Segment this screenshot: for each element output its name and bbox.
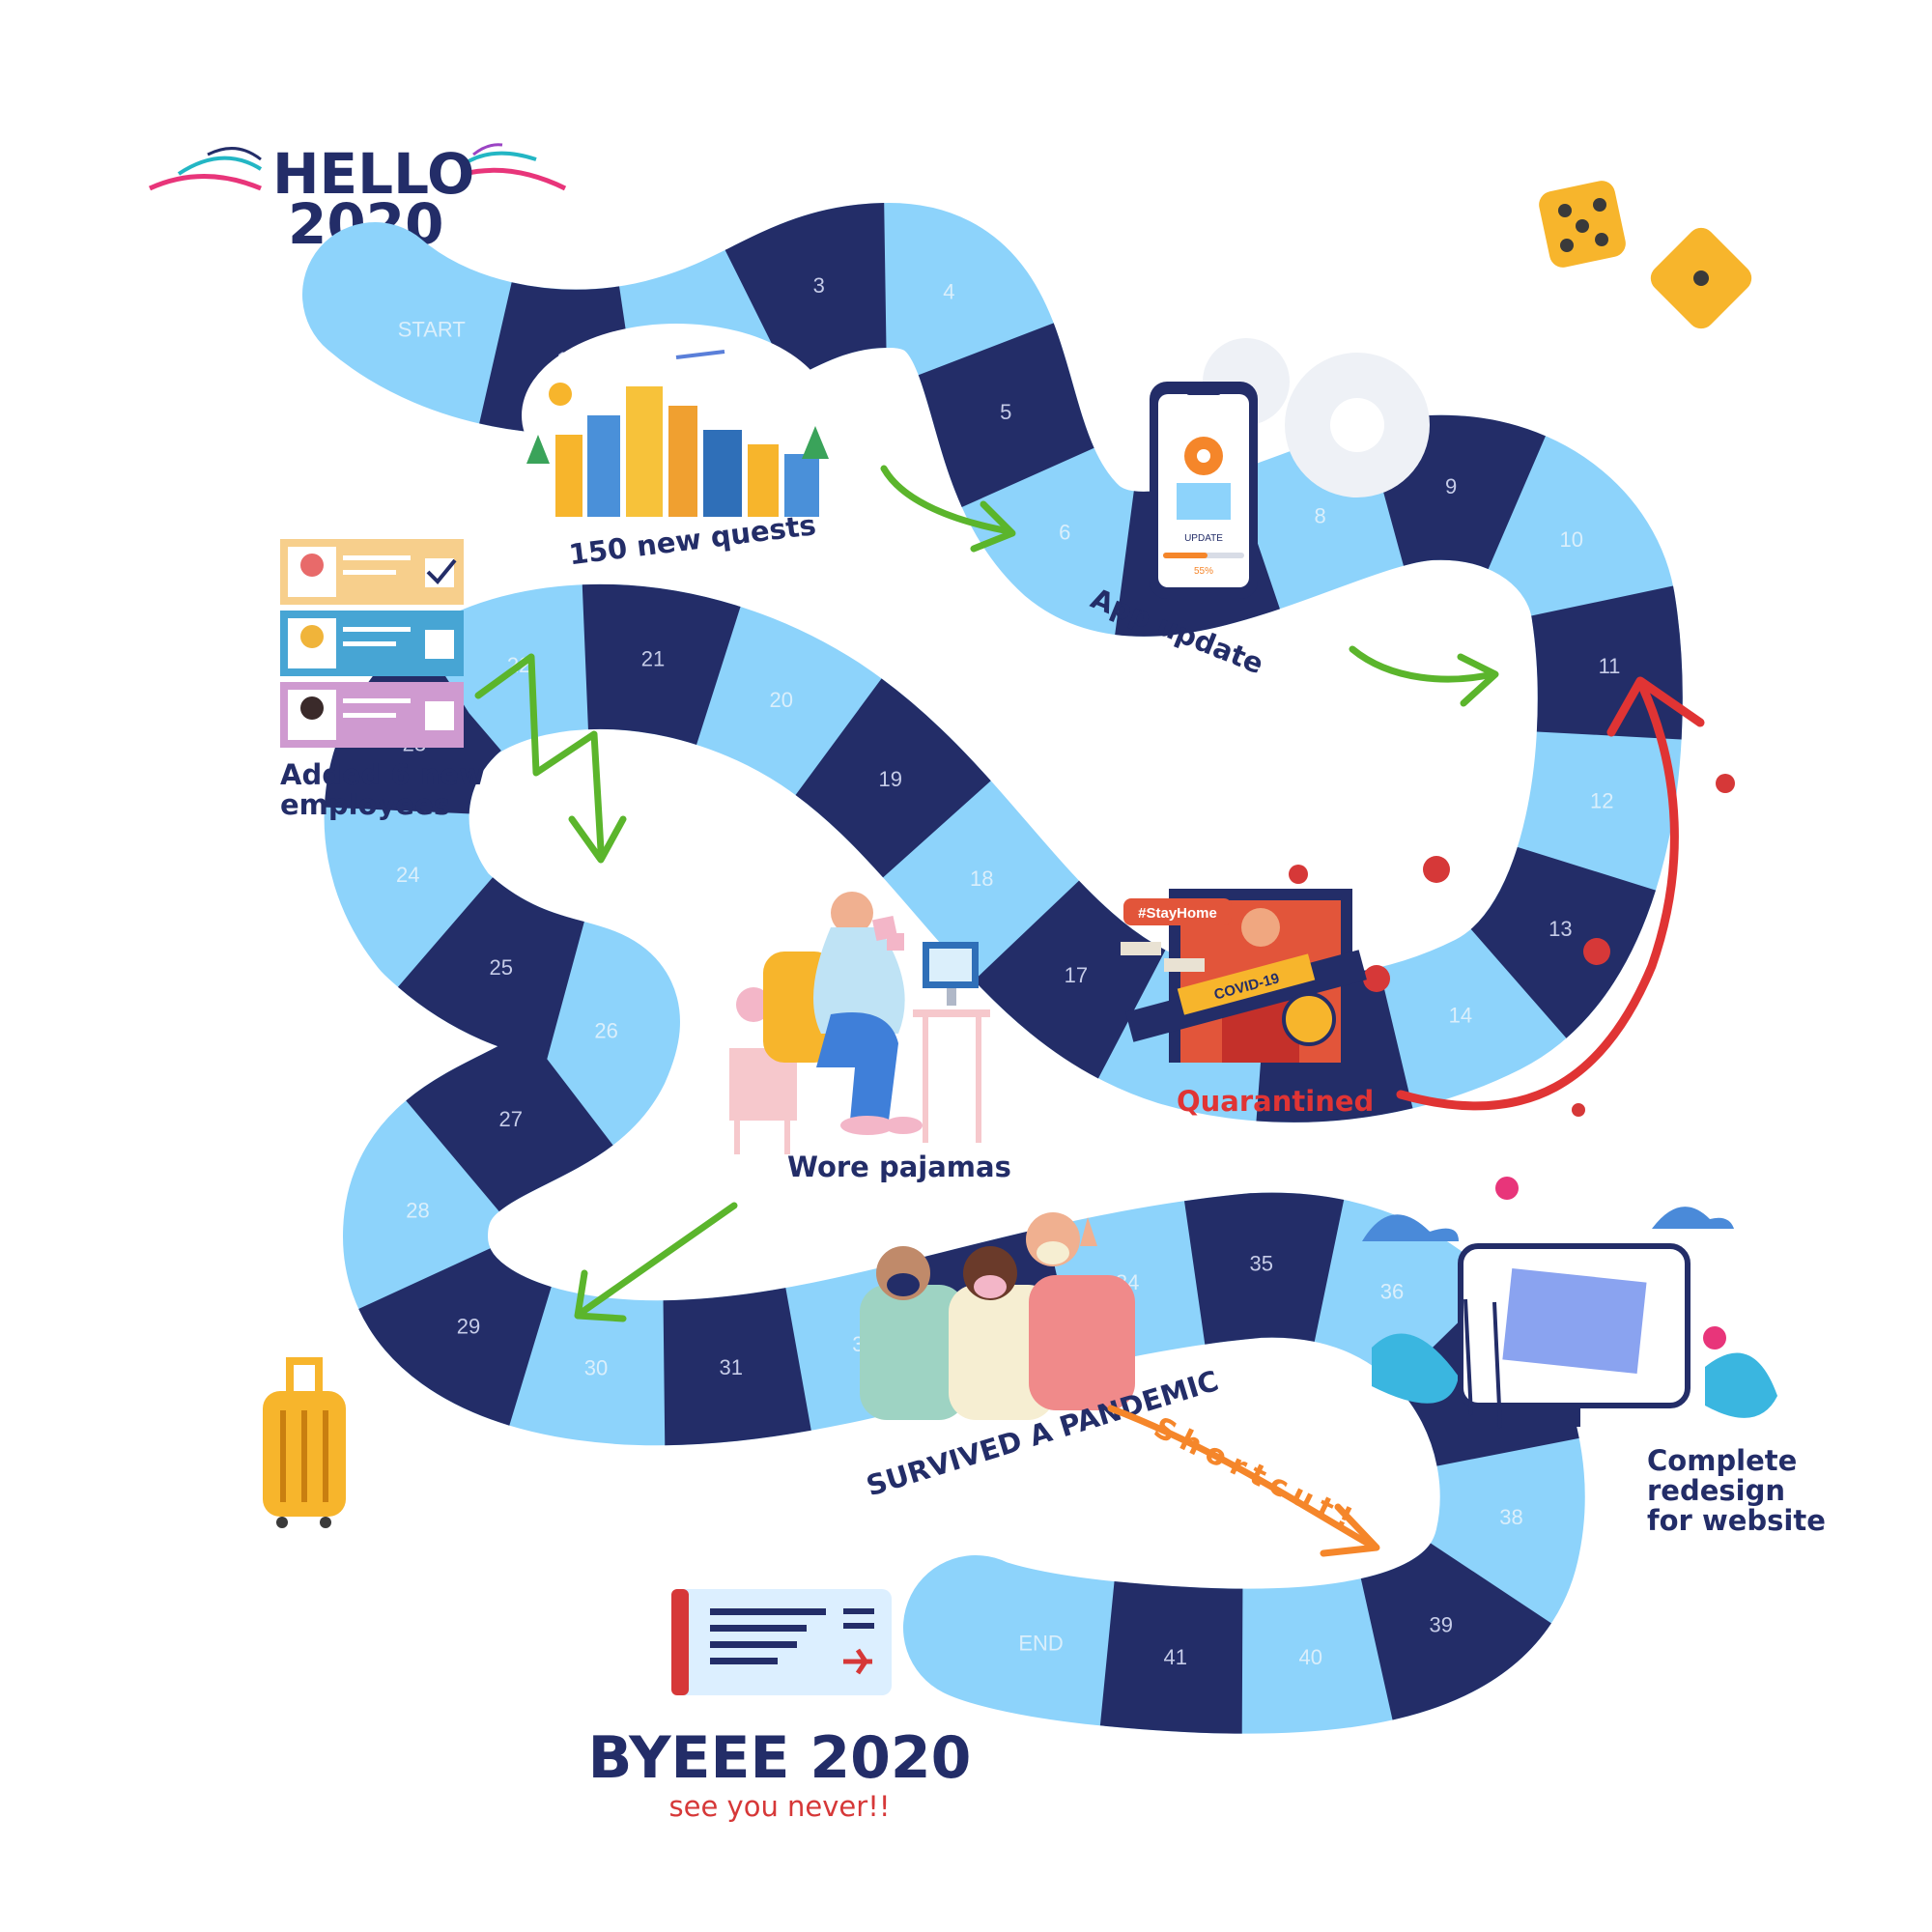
board-square-30: 30	[584, 1356, 608, 1380]
ticket-icon	[671, 1589, 892, 1695]
event-wore-pajamas: Wore pajamas	[787, 1151, 1011, 1183]
board-square-20: 20	[770, 688, 793, 712]
bye-title: BYEEE 2020	[588, 1724, 972, 1792]
board-square-36: 36	[1380, 1279, 1404, 1303]
bye-subtitle: see you never!!	[669, 1790, 891, 1823]
board-square-5: 5	[1000, 400, 1011, 424]
board-square-27: 27	[499, 1107, 523, 1131]
board-square-18: 18	[970, 867, 993, 891]
phone-icon: UPDATE 55%	[1150, 382, 1258, 599]
hello-title: HELLO	[272, 141, 474, 207]
board-square-17: 17	[1065, 963, 1088, 987]
board-square-6: 6	[1059, 520, 1070, 544]
shortcut-arrow	[1107, 1405, 1376, 1549]
board-square-24: 24	[396, 863, 419, 887]
event-quarantined: Quarantined	[1177, 1085, 1374, 1118]
green-arrow-app	[1349, 645, 1496, 683]
board-square-38: 38	[1499, 1505, 1522, 1529]
suitcase-icon	[263, 1357, 346, 1528]
event-added-line1: Added 6 new	[280, 758, 485, 791]
board-square-40: 40	[1298, 1645, 1321, 1669]
event-new-quests: 150 new quests	[567, 508, 818, 571]
people-icon	[860, 1212, 1135, 1420]
board-square-8: 8	[1314, 503, 1325, 527]
quarantine-window: COVID-19 #StayHome	[1121, 889, 1367, 1063]
board-square-3: 3	[813, 273, 825, 298]
event-shortcut: Shortcut!	[1149, 1410, 1365, 1539]
board-end: END	[1018, 1631, 1063, 1655]
board-square-13: 13	[1548, 917, 1572, 941]
update-label: UPDATE	[1184, 533, 1223, 544]
desk-icon	[729, 892, 990, 1154]
red-arrow-quarantine	[1396, 681, 1679, 1111]
event-redesign-line3: for website	[1647, 1504, 1826, 1537]
board-square-39: 39	[1429, 1613, 1452, 1637]
dice-icon	[1539, 181, 1752, 329]
board-square-31: 31	[719, 1355, 742, 1379]
board-square-28: 28	[406, 1198, 429, 1222]
board-square-26: 26	[594, 1019, 617, 1043]
green-arrow-pajamas	[576, 1202, 738, 1318]
update-percent: 55%	[1194, 566, 1213, 577]
board-square-41: 41	[1164, 1645, 1187, 1669]
green-arrow-employees	[474, 653, 605, 854]
board-square-10: 10	[1559, 527, 1582, 552]
board-square-11: 11	[1599, 654, 1621, 678]
city-icon	[522, 324, 831, 517]
board-square-19: 19	[878, 767, 901, 791]
board-square-4: 4	[943, 280, 954, 304]
board-square-29: 29	[457, 1315, 480, 1339]
gear-icon	[1203, 338, 1430, 497]
event-redesign-line1: Complete	[1647, 1444, 1797, 1477]
virus-icon	[1289, 774, 1735, 1117]
fireworks-icon	[148, 143, 567, 191]
board-square-12: 12	[1590, 789, 1613, 813]
shortcut-arrowhead	[1320, 1503, 1380, 1557]
board-square-21: 21	[641, 647, 665, 671]
website-icon	[1362, 1177, 1777, 1429]
board-square-25: 25	[490, 955, 513, 980]
stay-home-label: #StayHome	[1138, 905, 1217, 922]
checklist-icon	[280, 539, 464, 748]
event-redesign-line2: redesign	[1647, 1474, 1785, 1507]
board-start: START	[398, 317, 466, 341]
board-square-14: 14	[1449, 1004, 1472, 1028]
board-square-9: 9	[1445, 474, 1457, 498]
green-arrow-quests	[880, 465, 1013, 535]
board-square-35: 35	[1249, 1252, 1272, 1276]
event-added-line2: employees	[280, 788, 450, 821]
